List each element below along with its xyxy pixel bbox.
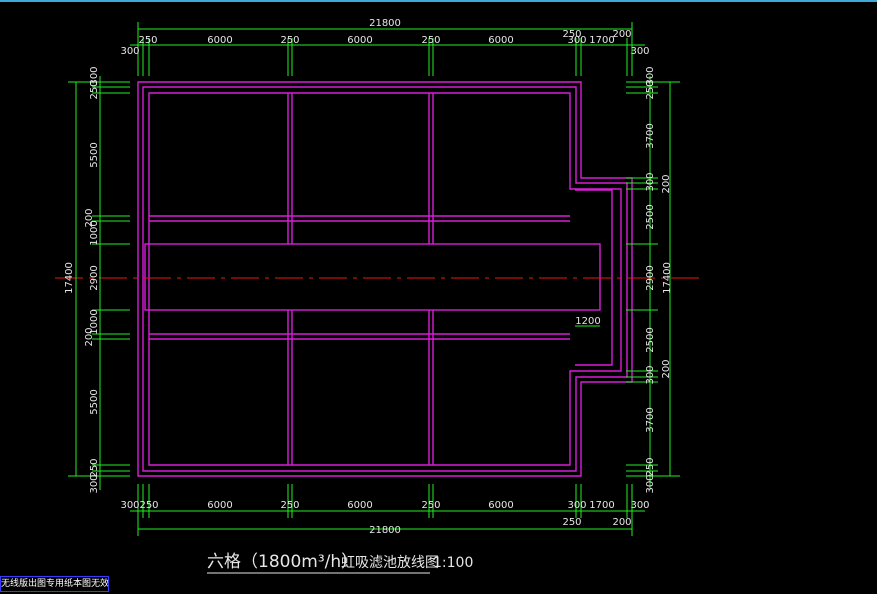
dim-left-250-top: 250 xyxy=(89,80,100,99)
title-scale: 1:100 xyxy=(433,555,473,571)
dim-bot-250-2: 250 xyxy=(280,500,299,511)
dim-top-6000-1: 6000 xyxy=(207,35,232,46)
dim-right-2500-bot: 2500 xyxy=(645,327,656,352)
dim-left-5500-bot: 5500 xyxy=(89,389,100,414)
dim-left-250-bot: 250 xyxy=(89,458,100,477)
dim-bot-6000-2: 6000 xyxy=(347,500,372,511)
dimension-lines xyxy=(68,22,680,536)
dim-top-300-left: 300 xyxy=(120,46,139,57)
dim-top-1700: 1700 xyxy=(589,35,614,46)
title-prefix: 六格（1800m³/h） xyxy=(207,552,358,572)
dim-top-250-1: 250 xyxy=(138,35,157,46)
dim-right-total: 17400 xyxy=(662,262,673,294)
dim-left-2900: 2900 xyxy=(89,265,100,290)
print-badge: 无线版出图专用纸本图无效 xyxy=(0,576,109,592)
dim-pipe-1200: 1200 xyxy=(575,316,600,327)
dim-top-200: 200 xyxy=(612,29,631,40)
dim-top-250-3: 250 xyxy=(421,35,440,46)
outer-wall-outline xyxy=(137,81,633,477)
inner-wall-outline-2 xyxy=(148,92,622,466)
dim-top-300-right: 300 xyxy=(567,35,586,46)
dim-top-250-4: 250 xyxy=(562,29,581,40)
dim-left-1000-bot: 1000 xyxy=(89,309,100,334)
dim-bot-250-1: 250 xyxy=(139,500,158,511)
dim-left-300-top: 300 xyxy=(89,66,100,85)
dim-right-3700-top: 3700 xyxy=(645,123,656,148)
dim-bot-200: 200 xyxy=(612,517,631,528)
dim-bot-300-right: 300 xyxy=(567,500,586,511)
title-main: 虹吸滤池放线图 xyxy=(341,555,439,571)
dim-bot-300-end: 300 xyxy=(630,500,649,511)
dim-left-5500-top: 5500 xyxy=(89,142,100,167)
dim-right-200-bot: 200 xyxy=(661,359,672,378)
dim-right-2900: 2900 xyxy=(645,265,656,290)
dim-top-6000-2: 6000 xyxy=(347,35,372,46)
dim-left-total: 17400 xyxy=(64,262,75,294)
channel-box xyxy=(575,189,613,366)
dim-bot-1700: 1700 xyxy=(589,500,614,511)
dim-top-300-end: 300 xyxy=(630,46,649,57)
dim-right-2500-top: 2500 xyxy=(645,204,656,229)
inner-wall-outline-1 xyxy=(142,86,628,472)
dim-right-300-mid-bot: 300 xyxy=(645,365,656,384)
dim-left-300-bot: 300 xyxy=(89,474,100,493)
dimension-labels: 21800 300 250 6000 250 6000 250 6000 250… xyxy=(64,18,673,536)
dim-left-200-bot: 200 xyxy=(84,327,95,346)
dim-right-200-top: 200 xyxy=(661,174,672,193)
dim-bot-6000-3: 6000 xyxy=(488,500,513,511)
dim-bot-250-3: 250 xyxy=(421,500,440,511)
dim-right-300-mid-top: 300 xyxy=(645,172,656,191)
drawing-title: 六格（1800m³/h） 虹吸滤池放线图 1:100 xyxy=(207,552,473,574)
dim-left-200-top: 200 xyxy=(84,208,95,227)
dim-bot-250-4: 250 xyxy=(562,517,581,528)
dim-top-total: 21800 xyxy=(369,18,401,29)
dim-right-250-bot: 250 xyxy=(645,457,656,476)
dim-right-3700-bot: 3700 xyxy=(645,407,656,432)
dim-left-1000-top: 1000 xyxy=(89,220,100,245)
dim-right-300-top: 300 xyxy=(645,66,656,85)
central-gallery xyxy=(144,243,601,311)
dim-bot-total: 21800 xyxy=(369,525,401,536)
dim-top-250-2: 250 xyxy=(280,35,299,46)
dim-right-250-top: 250 xyxy=(645,80,656,99)
filter-structure xyxy=(137,81,633,477)
dim-right-300-bot: 300 xyxy=(645,474,656,493)
dim-bot-6000-1: 6000 xyxy=(207,500,232,511)
dim-top-6000-3: 6000 xyxy=(488,35,513,46)
window-top-border xyxy=(0,0,877,2)
dim-bot-300-left: 300 xyxy=(120,500,139,511)
